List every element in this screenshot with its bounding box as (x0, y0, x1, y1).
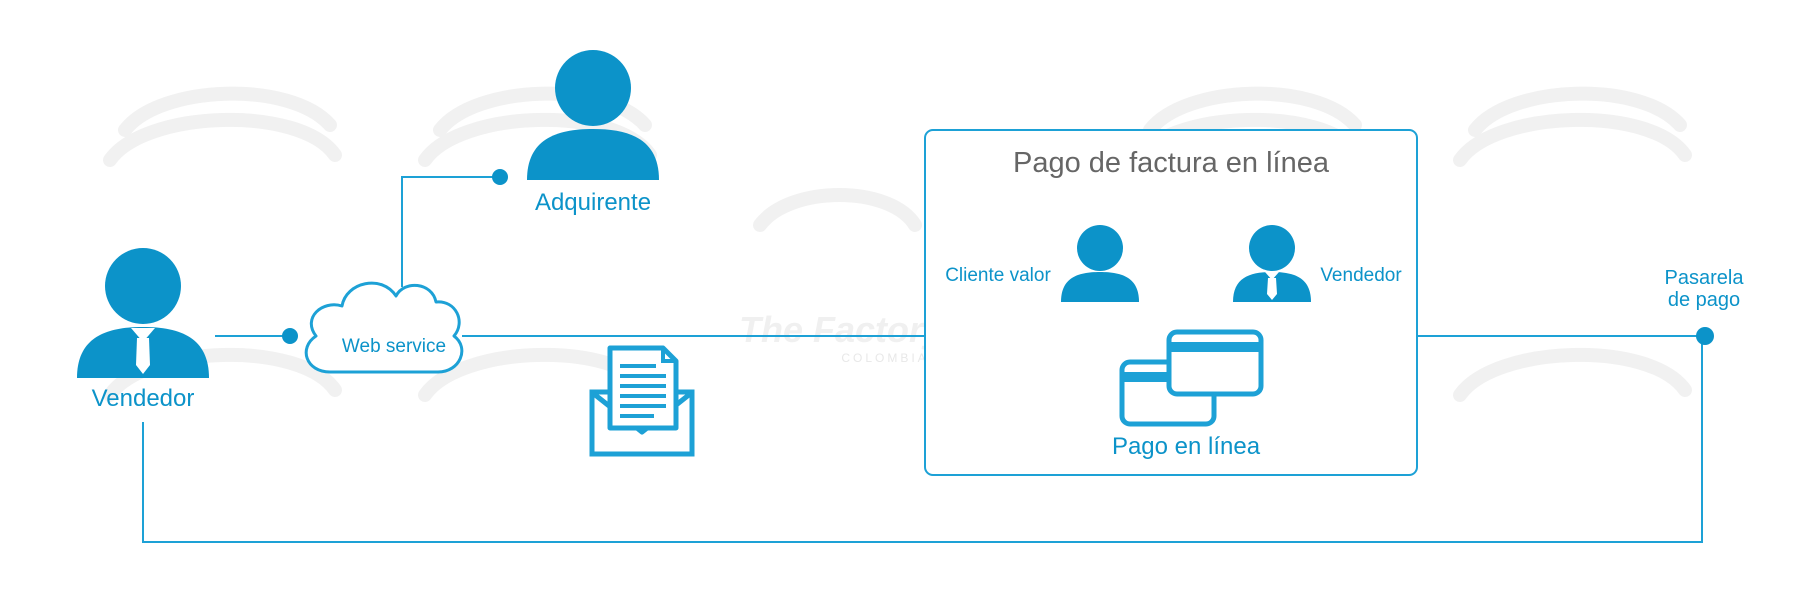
swirl-mark (118, 86, 337, 137)
vendedor-right-label: Vendedor (1320, 265, 1402, 286)
cliente-valor-label: Cliente valor (945, 265, 1051, 286)
pasarela-label-line1: Pasarela (1665, 267, 1745, 289)
swirl-mark (103, 112, 342, 167)
person-tie-icon (77, 248, 209, 378)
swirl-mark (1143, 86, 1362, 137)
swirl-mark (103, 347, 342, 402)
watermark-country: COLOMBIA (841, 351, 928, 365)
adquirente-label: Adquirente (535, 189, 651, 216)
connector-dot (492, 169, 508, 185)
pasarela-label-line2: de pago (1668, 289, 1740, 311)
cloud-icon (304, 281, 464, 374)
web-service-label: Web service (342, 336, 446, 357)
swirl-mark (433, 86, 652, 137)
payment-box (924, 129, 1418, 476)
swirl-mark (753, 188, 922, 232)
swirl-mark (1453, 112, 1692, 167)
payment-box-title: Pago de factura en línea (1013, 147, 1330, 179)
envelope-document-icon (589, 345, 695, 457)
credit-cards-icon (1119, 329, 1264, 427)
vendedor-left-label: Vendedor (92, 385, 195, 412)
swirl-mark (1468, 86, 1687, 137)
return-loop-line (142, 336, 1703, 543)
person-icon (1061, 225, 1139, 302)
webservice-to-adquirente-line (401, 176, 498, 287)
pago-en-linea-label: Pago en línea (1112, 433, 1261, 460)
connector-dot (282, 328, 298, 344)
person-icon (527, 50, 659, 180)
person-tie-icon (1233, 225, 1311, 302)
connector-dot (1696, 327, 1714, 345)
swirl-mark (1453, 347, 1692, 402)
